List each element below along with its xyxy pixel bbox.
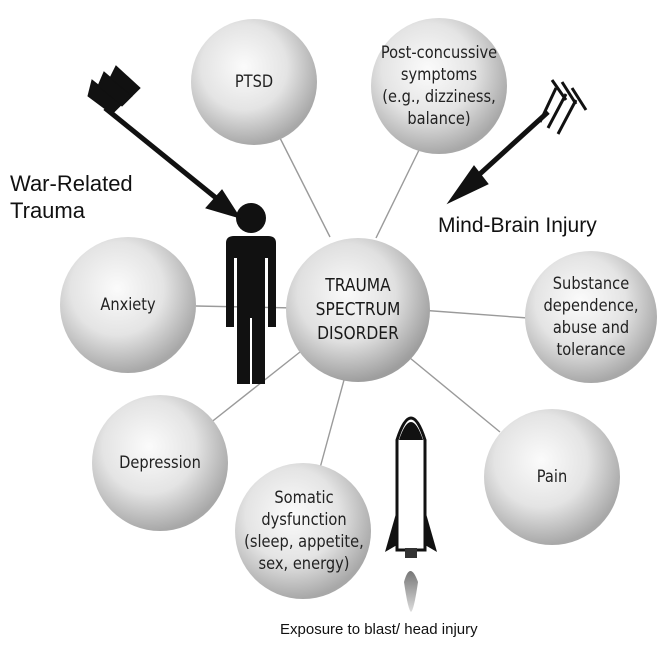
node-label-somatic: Somatic dysfunction (sleep, appetite, se… <box>240 485 369 577</box>
node-label-substance: Substance dependence, abuse and toleranc… <box>535 271 647 363</box>
node-label-ptsd: PTSD <box>202 60 305 104</box>
connector-ptsd <box>280 138 330 237</box>
center-label: TRAUMA SPECTRUM DISORDER <box>300 268 417 352</box>
label-war-related-trauma: War-Related Trauma <box>10 170 133 224</box>
connector-post-concussive <box>376 148 420 238</box>
node-label-pain: Pain <box>500 455 603 499</box>
person-silhouette-icon <box>226 203 276 384</box>
rocket-icon <box>385 418 437 612</box>
node-label-post-concussive: Post-concussive symptoms (e.g., dizzines… <box>375 40 504 132</box>
label-mind-brain-injury: Mind-Brain Injury <box>438 213 597 239</box>
connector-somatic <box>320 380 344 468</box>
connector-pain <box>410 358 500 432</box>
connector-substance <box>420 310 528 318</box>
node-label-anxiety: Anxiety <box>76 283 179 327</box>
node-label-depression: Depression <box>104 441 216 485</box>
label-blast-exposure: Exposure to blast/ head injury <box>280 620 478 640</box>
